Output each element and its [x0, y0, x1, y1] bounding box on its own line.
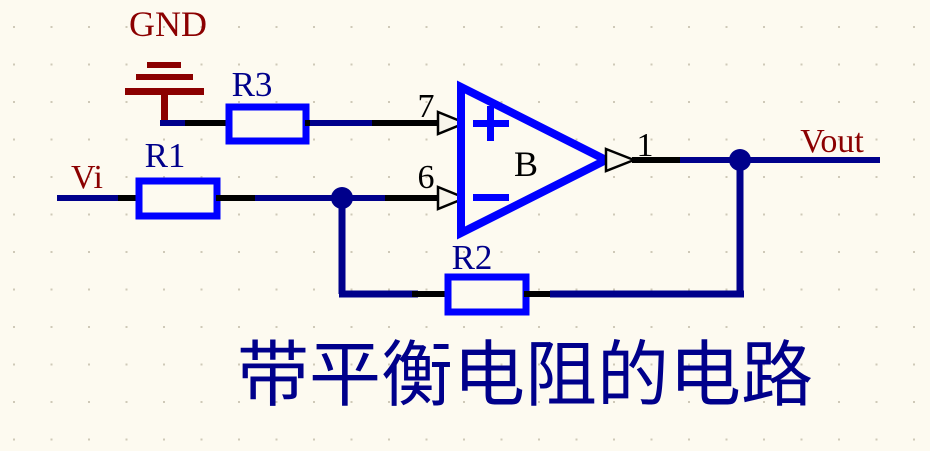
vout-label: Vout: [800, 123, 864, 160]
gnd-bar-bottom: [125, 88, 204, 95]
gnd-bar-middle: [136, 74, 193, 80]
resistor-r2-label: R2: [452, 238, 493, 277]
gnd-label: GND: [129, 4, 207, 44]
gnd-stem: [161, 93, 168, 124]
opamp-symbol[interactable]: B: [457, 80, 615, 240]
junction-inverting-node[interactable]: [331, 187, 353, 209]
resistor-r3-label: R3: [232, 65, 273, 104]
pin-7-arrow-icon: [436, 110, 469, 136]
vi-label: Vi: [71, 159, 103, 196]
gnd-bar-top: [147, 62, 181, 68]
junction-output-node[interactable]: [729, 149, 751, 171]
resistor-r1-body[interactable]: [135, 177, 221, 220]
gnd-symbol[interactable]: [125, 62, 204, 124]
diagram-caption: 带平衡电阻的电路: [237, 333, 813, 417]
resistor-r2-body[interactable]: [444, 273, 530, 316]
pin-1-number: 1: [637, 127, 654, 164]
pin-1-arrow-icon: [604, 147, 638, 173]
resistor-r3-body[interactable]: [225, 103, 310, 145]
opamp-plus-icon-v: [487, 106, 494, 141]
pin-7-number: 7: [418, 88, 435, 125]
resistor-r1-label: R1: [145, 136, 186, 175]
opamp-designator: B: [514, 144, 538, 184]
pin-6-number: 6: [418, 159, 435, 196]
pin-6-arrow-icon: [436, 185, 469, 211]
opamp-minus-icon: [473, 194, 509, 201]
